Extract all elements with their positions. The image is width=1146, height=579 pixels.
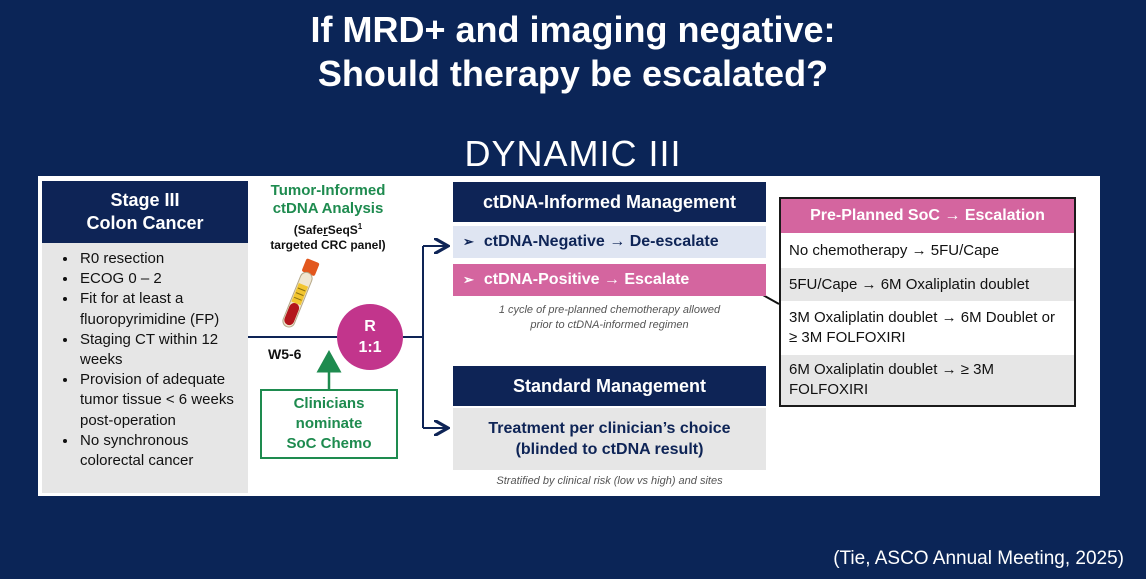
stage-header-line-2: Colon Cancer bbox=[86, 213, 204, 233]
standard-body-line-2: (blinded to ctDNA result) bbox=[515, 441, 704, 458]
chevron-right-icon: ➢ bbox=[463, 234, 474, 249]
stage-iii-header: Stage III Colon Cancer bbox=[42, 181, 248, 243]
escalation-row: No chemotherapy → 5FU/Cape bbox=[781, 233, 1074, 266]
ctdna-negative-row: ➢ ctDNA-Negative → De-escalate bbox=[453, 226, 766, 258]
stage-header-line-1: Stage III bbox=[110, 190, 180, 210]
clinicians-line-3: SoC Chemo bbox=[286, 435, 372, 452]
criteria-item: No synchronous colorectal cancer bbox=[78, 431, 248, 471]
criteria-item: R0 resection bbox=[78, 249, 248, 269]
citation: (Tie, ASCO Annual Meeting, 2025) bbox=[833, 548, 1124, 569]
blood-sample-tube-icon bbox=[282, 258, 320, 328]
trial-schema-panel: Stage III Colon Cancer R0 resection ECOG… bbox=[38, 176, 1100, 496]
eligibility-criteria: R0 resection ECOG 0 – 2 Fit for at least… bbox=[42, 243, 248, 493]
chevron-right-icon: ➢ bbox=[463, 272, 474, 287]
safer-seqs-superscript: 1 bbox=[357, 222, 363, 231]
escalation-table: Pre-Planned SoC → Escalation No chemothe… bbox=[779, 197, 1076, 407]
escalation-row: 5FU/Cape → 6M Oxaliplatin doublet bbox=[781, 266, 1074, 301]
safer-seqs-line: (SaferSeqS1 bbox=[254, 219, 402, 238]
ctdna-arm-note: 1 cycle of pre-planned chemotherapy allo… bbox=[453, 303, 766, 333]
title-line-1: If MRD+ and imaging negative: bbox=[310, 9, 836, 50]
safer-seqs-suffix: SeqS bbox=[327, 223, 358, 237]
criteria-item: ECOG 0 – 2 bbox=[78, 269, 248, 289]
criteria-item: Fit for at least a fluoropyrimidine (FP) bbox=[78, 289, 248, 329]
ctdna-note-line-2: prior to ctDNA-informed regimen bbox=[530, 319, 689, 331]
tumor-label-line-1: Tumor-Informed bbox=[270, 182, 386, 199]
clinicians-line-1: Clinicians bbox=[293, 395, 365, 412]
timepoint-label: W5-6 bbox=[268, 346, 302, 362]
escalation-table-header: Pre-Planned SoC → Escalation bbox=[781, 199, 1074, 233]
title-line-2: Should therapy be escalated? bbox=[317, 53, 829, 94]
ctdna-note-line-1: 1 cycle of pre-planned chemotherapy allo… bbox=[498, 304, 721, 316]
ctdna-positive-row: ➢ ctDNA-Positive → Escalate bbox=[453, 264, 766, 296]
standard-arm-body: Treatment per clinician’s choice (blinde… bbox=[453, 408, 766, 470]
ctdna-positive-label: ctDNA-Positive → Escalate bbox=[483, 271, 690, 288]
safer-seqs-underlined: r bbox=[323, 223, 328, 237]
slide-title: If MRD+ and imaging negative: Should the… bbox=[0, 8, 1146, 96]
targeted-panel-line: targeted CRC panel) bbox=[270, 238, 386, 252]
ctdna-arm-header: ctDNA-Informed Management bbox=[453, 182, 766, 222]
stratification-note: Stratified by clinical risk (low vs high… bbox=[496, 475, 723, 487]
randomization-circle: R 1:1 bbox=[337, 304, 403, 370]
clinicians-line-2: nominate bbox=[295, 415, 363, 432]
trial-name: DYNAMIC III bbox=[464, 133, 682, 174]
randomization-line-1: R bbox=[364, 318, 376, 335]
ctdna-negative-label: ctDNA-Negative → De-escalate bbox=[483, 233, 719, 250]
tumor-label-line-2: ctDNA Analysis bbox=[272, 200, 384, 217]
standard-body-line-1: Treatment per clinician’s choice bbox=[488, 420, 731, 437]
clinicians-nominate-box: Clinicians nominate SoC Chemo bbox=[260, 389, 398, 459]
standard-arm-header: Standard Management bbox=[453, 366, 766, 406]
randomization-ratio: 1:1 bbox=[358, 339, 382, 356]
criteria-item: Staging CT within 12 weeks bbox=[78, 330, 248, 370]
criteria-item: Provision of adequate tumor tissue < 6 w… bbox=[78, 370, 248, 431]
escalation-row: 3M Oxaliplatin doublet → 6M Doublet or ≥… bbox=[781, 301, 1074, 353]
safer-seqs-label: (SaferSeqS1 targeted CRC panel) bbox=[254, 219, 402, 253]
safer-seqs-prefix: (Safe bbox=[293, 223, 324, 237]
tumor-informed-label: Tumor-Informed ctDNA Analysis bbox=[258, 182, 398, 218]
escalation-row: 6M Oxaliplatin doublet → ≥ 3M FOLFOXIRI bbox=[781, 353, 1074, 405]
